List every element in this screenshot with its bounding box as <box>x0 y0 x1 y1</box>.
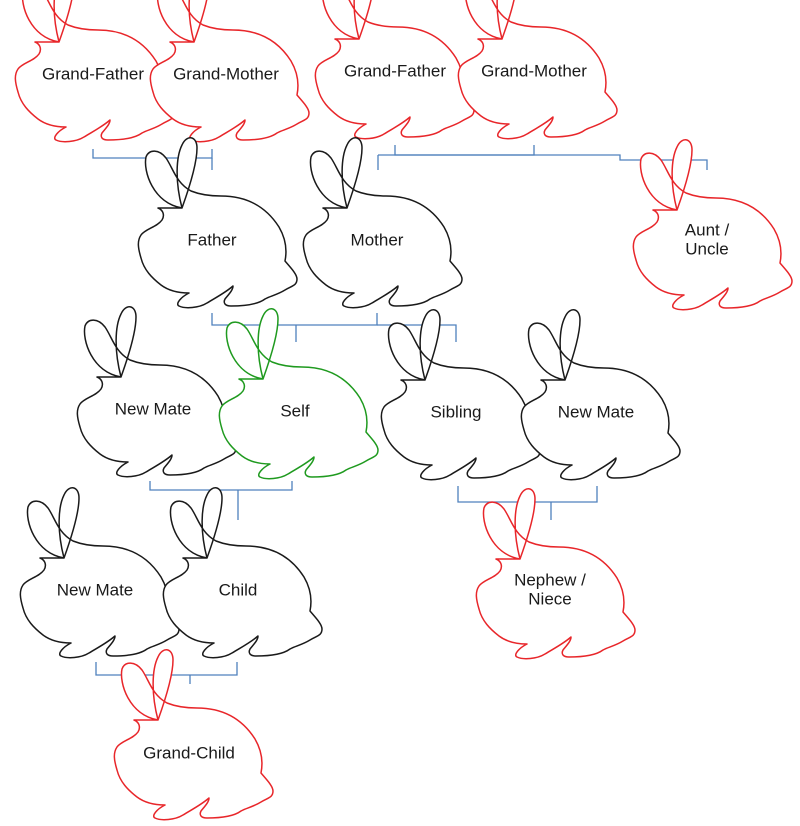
rabbit-label-aunt-uncle: Aunt /Uncle <box>685 220 730 258</box>
rabbit-label-paternal-grandmother: Grand-Mother <box>173 64 279 83</box>
rabbit-outline-black <box>302 137 463 309</box>
rabbit-label-father: Father <box>187 230 236 249</box>
rabbit-node-sibling: Sibling <box>380 309 541 481</box>
rabbit-label-child: Child <box>219 580 258 599</box>
rabbit-node-sibling-new-mate: New Mate <box>520 309 681 481</box>
rabbit-label-line: Grand-Father <box>42 64 144 83</box>
rabbit-node-father: Father <box>137 137 298 309</box>
maternal-grandparents-bracket <box>394 145 535 156</box>
rabbit-label-line: New Mate <box>558 402 635 421</box>
rabbit-node-aunt-uncle: Aunt /Uncle <box>632 139 793 311</box>
rabbit-outline-black <box>520 309 681 481</box>
rabbit-node-paternal-grandfather: Grand-Father <box>14 0 175 143</box>
rabbit-outline-black <box>162 487 323 659</box>
rabbit-label-paternal-grandfather: Grand-Father <box>42 64 144 83</box>
rabbit-label-maternal-grandmother: Grand-Mother <box>481 61 587 80</box>
rabbit-outline-black <box>19 487 180 659</box>
rabbit-label-sibling: Sibling <box>430 402 481 421</box>
rabbit-label-sibling-new-mate: New Mate <box>558 402 635 421</box>
rabbit-outline-green <box>218 308 379 480</box>
rabbit-label-line: Nephew / <box>514 570 586 589</box>
rabbit-node-mother: Mother <box>302 137 463 309</box>
maternal-to-aunt-uncle <box>378 154 708 170</box>
rabbit-node-maternal-grandmother: Grand-Mother <box>457 0 618 140</box>
rabbit-label-line: Grand-Child <box>143 743 235 762</box>
rabbit-label-line: New Mate <box>115 399 192 418</box>
rabbit-label-line: Aunt / <box>685 220 730 239</box>
rabbit-node-nephew-niece: Nephew /Niece <box>475 488 636 660</box>
rabbit-label-nephew-niece: Nephew /Niece <box>514 570 586 608</box>
rabbit-label-line: Grand-Mother <box>481 61 587 80</box>
rabbit-node-self: Self <box>218 308 379 480</box>
rabbit-outline-black <box>76 306 237 478</box>
rabbit-node-child: Child <box>162 487 323 659</box>
rabbit-label-line: New Mate <box>57 580 134 599</box>
rabbit-label-child-new-mate: New Mate <box>57 580 134 599</box>
rabbit-label-line: Sibling <box>430 402 481 421</box>
rabbit-label-self-new-mate: New Mate <box>115 399 192 418</box>
parents-bracket <box>211 313 378 326</box>
rabbit-label-line: Uncle <box>685 239 728 258</box>
self-mates-bracket <box>149 481 293 491</box>
rabbit-label-line: Child <box>219 580 258 599</box>
rabbit-label-line: Self <box>280 401 310 420</box>
rabbit-label-line: Grand-Mother <box>173 64 279 83</box>
rabbit-label-grand-child: Grand-Child <box>143 743 235 762</box>
rabbit-label-self: Self <box>280 401 310 420</box>
rabbit-node-self-new-mate: New Mate <box>76 306 237 478</box>
rabbit-outline-black <box>137 137 298 309</box>
rabbit-outline-black <box>380 309 541 481</box>
rabbit-node-grand-child: Grand-Child <box>113 649 274 821</box>
rabbit-label-line: Mother <box>351 230 404 249</box>
rabbit-label-mother: Mother <box>351 230 404 249</box>
rabbit-node-maternal-grandfather: Grand-Father <box>314 0 475 140</box>
rabbit-label-line: Grand-Father <box>344 61 446 80</box>
rabbit-label-maternal-grandfather: Grand-Father <box>344 61 446 80</box>
rabbit-node-child-new-mate: New Mate <box>19 487 180 659</box>
rabbit-node-paternal-grandmother: Grand-Mother <box>149 0 310 143</box>
rabbit-label-line: Niece <box>528 589 571 608</box>
rabbit-label-line: Father <box>187 230 236 249</box>
